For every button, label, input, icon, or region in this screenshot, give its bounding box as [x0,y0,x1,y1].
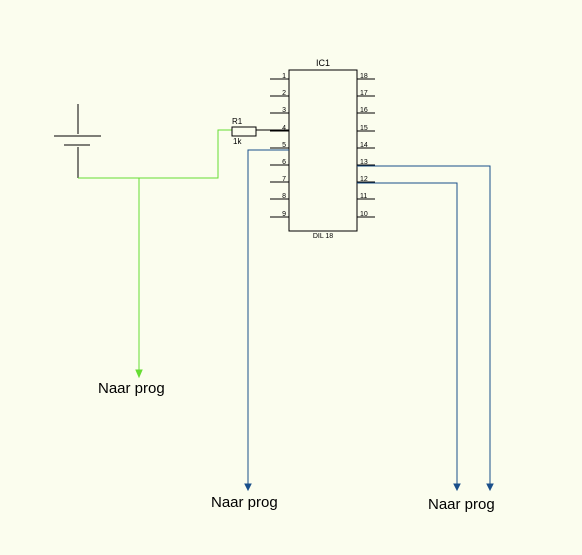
blue-wire-pin13-arrow [486,483,494,492]
ic-pin-number-6: 6 [282,159,286,166]
blue-wire-pin5 [244,149,289,492]
blue-wire-pin13 [357,165,494,492]
ic-pin-number-12: 12 [360,176,368,183]
ic-pin-number-11: 11 [360,193,367,200]
ic-pin-number-13: 13 [360,159,368,166]
ic-name: IC1 [316,58,330,68]
resistor-name: R1 [232,117,243,126]
blue-left-destination-label: Naar prog [211,494,278,511]
ic-body [288,69,358,232]
battery-symbol [54,104,101,178]
ic-package: DIL 18 [313,233,333,240]
blue-right-destination-label: Naar prog [428,496,495,513]
ic-pin-number-3: 3 [282,107,286,114]
green-wire [78,129,232,379]
ic-pin-number-2: 2 [282,90,286,97]
blue-wire-pin5-arrow [244,483,252,492]
green-destination-label: Naar prog [98,380,165,397]
ic-pin-number-14: 14 [360,142,368,149]
ic-pin-number-15: 15 [360,125,368,132]
blue-wire-pin12-path [357,182,458,485]
blue-wire-pin5-path [247,149,289,485]
resistor-value: 1k [233,137,242,146]
ic-pin-number-16: 16 [360,107,368,114]
ic-pin-number-1: 1 [282,73,286,80]
ic-pin-number-4: 4 [282,125,286,132]
ic-pin-number-8: 8 [282,193,286,200]
green-wire-arrow [135,369,143,379]
ic-pin-number-17: 17 [360,90,368,97]
resistor-r1: R1 1k [231,117,289,146]
ic-pin-number-10: 10 [360,211,368,218]
blue-wire-pin13-path [357,165,491,485]
ic-pin-number-7: 7 [282,176,286,183]
blue-wire-pin12-arrow [453,483,461,492]
ic-pin-number-5: 5 [282,142,286,149]
blue-wire-pin12 [357,182,461,492]
ic-pin-number-18: 18 [360,73,368,80]
green-wire-segment-top [78,129,232,179]
ic-pin-number-9: 9 [282,211,286,218]
resistor-body [231,126,257,137]
